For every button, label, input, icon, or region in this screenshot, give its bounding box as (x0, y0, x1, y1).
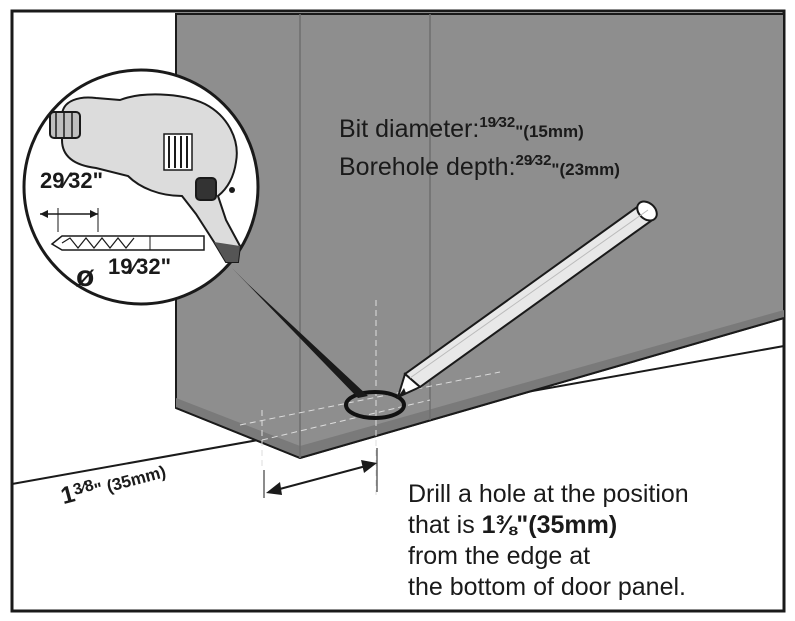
drill-icon (49, 93, 242, 263)
inset-diameter-symbol: ø (76, 260, 95, 293)
inset-diameter-label: 19⁄32" (108, 254, 172, 279)
guide-line (239, 371, 501, 426)
drill-bit-icon (50, 235, 205, 251)
borehole-depth-fraction: 29⁄32 (515, 152, 552, 169)
bit-diameter-spec: Bit diameter:19⁄32"(15mm) (339, 114, 584, 144)
pencil-icon (396, 200, 658, 399)
instruction-distance-bold: 1⅜"(35mm) (481, 511, 618, 539)
instruction-line-1: Drill a hole at the position (408, 480, 689, 508)
door-panel (175, 13, 785, 460)
hole-marker-icon (344, 390, 406, 420)
instruction-line-2-start: that is (408, 511, 482, 539)
drilling-instruction: Drill a hole at the position that is 1⅜"… (408, 479, 689, 603)
bit-diameter-mm: "(15mm) (515, 122, 584, 141)
instruction-line-3: from the edge at (408, 542, 591, 570)
borehole-depth-label: Borehole depth: (339, 153, 516, 181)
arrowhead (90, 210, 98, 218)
bit-diameter-label: Bit diameter: (339, 115, 480, 143)
callout-pointer (232, 268, 368, 398)
bit-diameter-fraction: 19⁄32 (479, 114, 516, 131)
borehole-depth-spec: Borehole depth:29⁄32"(23mm) (339, 152, 620, 182)
instruction-line-2: that is 1⅜"(35mm) (408, 510, 689, 541)
arrowhead (40, 210, 48, 218)
borehole-depth-mm: "(23mm) (551, 160, 620, 179)
panel-corner-edge (175, 407, 301, 459)
dimension-arrow-icon (263, 448, 378, 498)
panel-front-edge (299, 317, 785, 459)
inset-depth-label: 29⁄32" (40, 168, 104, 193)
instruction-line-4: the bottom of door panel. (408, 573, 686, 601)
